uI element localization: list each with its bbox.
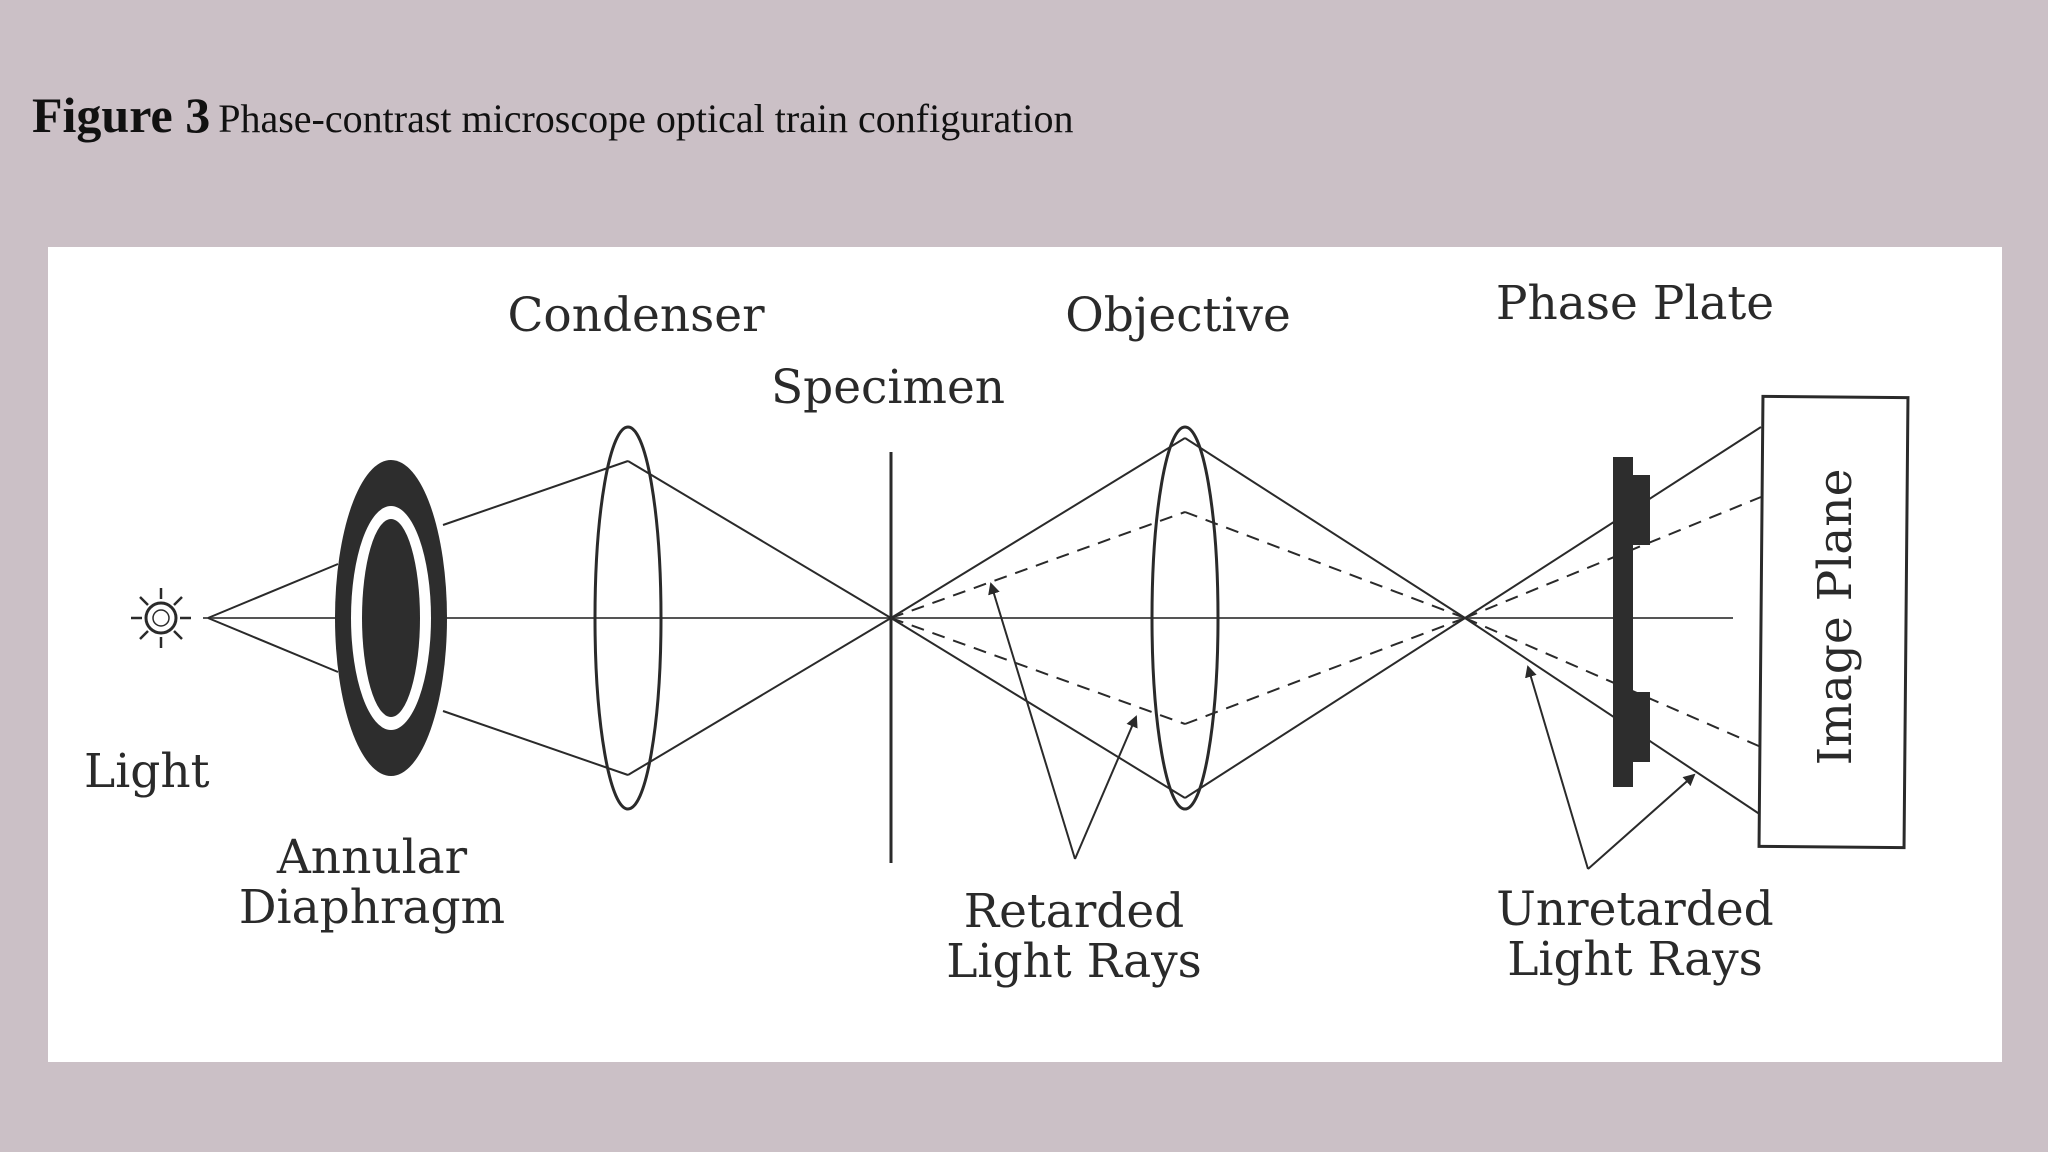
source-rays [207, 563, 339, 673]
unretarded-label-line2: Light Rays [1507, 932, 1763, 987]
objective-lens [1150, 425, 1220, 811]
objective-label: Objective [1065, 288, 1291, 343]
figure-label: Figure 3 [32, 87, 211, 143]
annular-diaphragm [335, 460, 447, 776]
unretarded-label-line1: Unretarded [1496, 882, 1774, 937]
specimen-label: Specimen [771, 360, 1005, 415]
unretarded-pointer-arrows [1525, 665, 1696, 870]
retarded-label-line2: Light Rays [946, 934, 1202, 989]
condenser-lens [593, 425, 663, 811]
optical-train-diagram: Light Annular Diaphragm Condenser Specim… [84, 276, 1910, 989]
figure-title: Phase-contrast microscope optical train … [218, 96, 1074, 141]
light-source-icon [131, 588, 191, 648]
diagram-panel: Light Annular Diaphragm Condenser Specim… [48, 247, 2002, 1062]
annular-label-line2: Diaphragm [239, 880, 505, 935]
image-plane-label: Image Plane [1808, 469, 1863, 766]
retarded-pointer-arrows [988, 582, 1138, 860]
annular-label-line1: Annular [276, 830, 468, 885]
phase-plate [1613, 457, 1650, 787]
phase-plate-label: Phase Plate [1496, 276, 1774, 331]
condenser-rays [442, 460, 892, 776]
condenser-label: Condenser [507, 288, 765, 343]
light-label: Light [84, 744, 210, 799]
retarded-label-line1: Retarded [964, 884, 1185, 939]
image-plane-box [1757, 394, 1910, 850]
